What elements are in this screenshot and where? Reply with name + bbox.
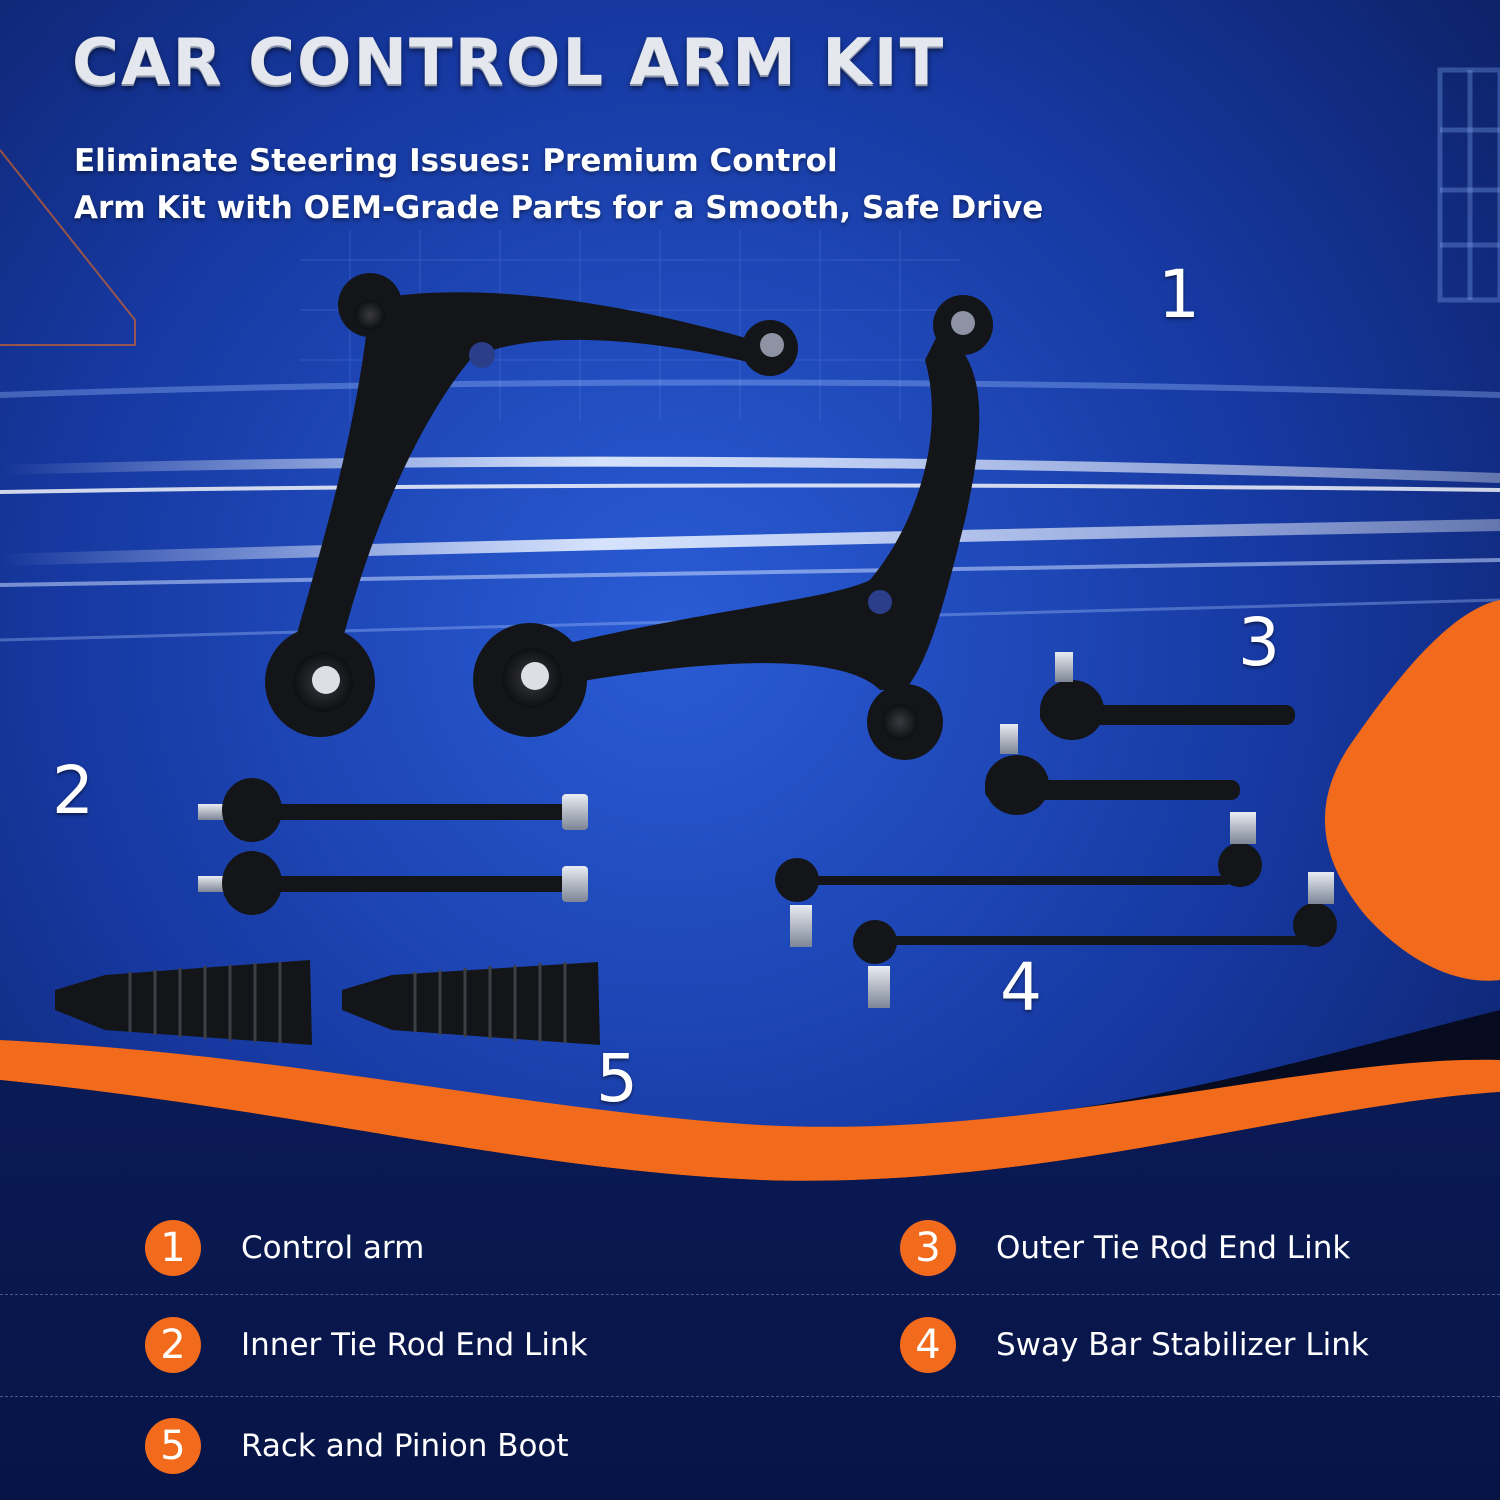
legend-label: Outer Tie Rod End Link	[996, 1230, 1351, 1266]
control-arm-right	[473, 295, 993, 760]
orange-accent-line	[0, 149, 136, 346]
inner-tie-rods	[198, 778, 588, 915]
legend-label: Sway Bar Stabilizer Link	[996, 1327, 1369, 1363]
rack-pinion-boots	[55, 960, 600, 1045]
legend-badge: 2	[145, 1317, 201, 1373]
page-subtitle: Eliminate Steering Issues: Premium Contr…	[74, 138, 1134, 232]
legend-badge: 1	[145, 1220, 201, 1276]
legend-badge: 3	[900, 1220, 956, 1276]
legend-divider	[0, 1294, 1500, 1295]
orange-side-shape	[1324, 600, 1500, 981]
legend-divider	[0, 1396, 1500, 1397]
sway-bar-links	[775, 812, 1337, 1008]
legend-item-rack-pinion-boot: 5 Rack and Pinion Boot	[145, 1416, 569, 1476]
callout-number-4: 4	[1000, 949, 1042, 1026]
callout-number-3: 3	[1238, 604, 1280, 681]
callout-number-1: 1	[1158, 256, 1200, 333]
legend-item-outer-tie-rod: 3 Outer Tie Rod End Link	[900, 1218, 1350, 1278]
legend-badge: 4	[900, 1317, 956, 1373]
control-arm-left	[265, 273, 798, 737]
legend-label: Inner Tie Rod End Link	[241, 1327, 588, 1363]
subtitle-line-2: Arm Kit with OEM-Grade Parts for a Smoot…	[74, 190, 1044, 226]
window-grid	[1437, 67, 1500, 303]
orange-wave	[0, 1040, 1500, 1181]
legend-item-control-arm: 1 Control arm	[145, 1218, 424, 1278]
outer-tie-rod-ends	[985, 652, 1295, 815]
legend-panel-background	[0, 1080, 1500, 1500]
legend-item-inner-tie-rod: 2 Inner Tie Rod End Link	[145, 1315, 588, 1375]
legend-badge: 5	[145, 1418, 201, 1474]
callout-number-5: 5	[596, 1040, 638, 1117]
subtitle-line-1: Eliminate Steering Issues: Premium Contr…	[74, 143, 838, 179]
legend-label: Rack and Pinion Boot	[241, 1428, 569, 1464]
legend-label: Control arm	[241, 1230, 425, 1266]
page-title: CAR CONTROL ARM KIT	[72, 26, 946, 100]
legend-item-sway-bar-link: 4 Sway Bar Stabilizer Link	[900, 1315, 1369, 1375]
callout-number-2: 2	[52, 752, 94, 829]
